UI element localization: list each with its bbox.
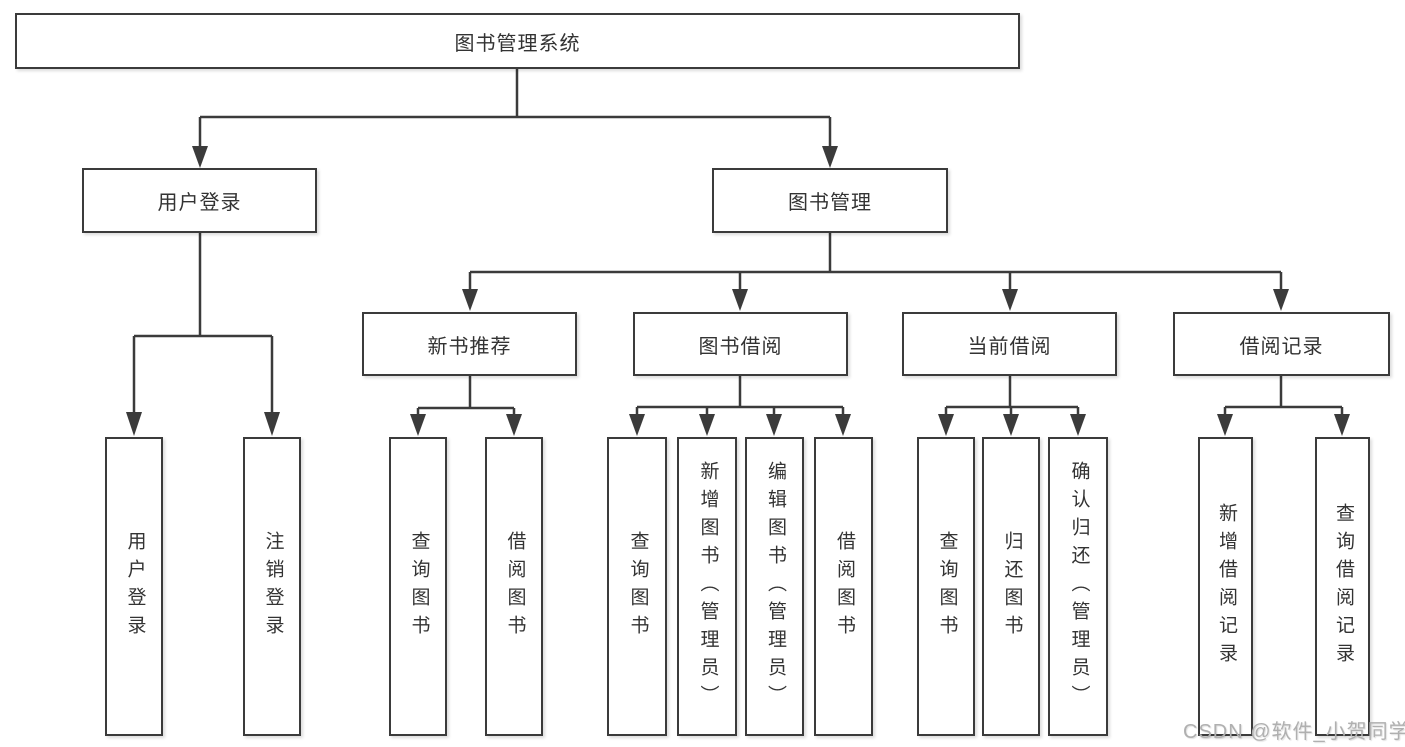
node-new-book-recommend: 新书推荐 <box>362 312 577 376</box>
leaf-borrow-query-book: 查询图书 <box>607 437 667 736</box>
node-label: 图书管理系统 <box>454 32 581 55</box>
node-label: 借阅图书 <box>504 530 526 643</box>
node-label: 图书借阅 <box>698 335 783 358</box>
connector-borrow-record <box>1217 376 1350 436</box>
node-label: 注销登录 <box>262 530 284 643</box>
node-label: 编辑图书（管理员） <box>764 460 786 713</box>
node-borrow-record: 借阅记录 <box>1173 312 1390 376</box>
node-book-borrow: 图书借阅 <box>633 312 848 376</box>
leaf-add-book-admin: 新增图书（管理员） <box>677 437 737 736</box>
node-library-management-system: 图书管理系统 <box>15 13 1020 69</box>
leaf-logout: 注销登录 <box>243 437 301 736</box>
node-current-borrow: 当前借阅 <box>902 312 1117 376</box>
leaf-recommend-query-book: 查询图书 <box>389 437 447 736</box>
connector-root <box>192 69 838 168</box>
connector-current-borrow <box>938 376 1086 436</box>
node-label: 新书推荐 <box>427 335 512 358</box>
node-label: 新增图书（管理员） <box>697 460 719 713</box>
node-label: 用户登录 <box>124 530 146 643</box>
node-label: 归还图书 <box>1001 530 1023 643</box>
connector-book-management <box>462 233 1289 311</box>
node-label: 借阅记录 <box>1239 335 1324 358</box>
node-user-login: 用户登录 <box>82 168 317 233</box>
node-label: 借阅图书 <box>833 530 855 643</box>
csdn-watermark: CSDN @软件_小贺同学 <box>1183 721 1405 743</box>
node-label: 查询图书 <box>408 530 430 643</box>
leaf-user-login: 用户登录 <box>105 437 163 736</box>
leaf-add-borrow-record: 新增借阅记录 <box>1198 437 1253 736</box>
node-label: 新增借阅记录 <box>1215 502 1237 671</box>
node-label: 图书管理 <box>788 192 872 214</box>
node-label: 查询借阅记录 <box>1332 502 1354 671</box>
leaf-edit-book-admin: 编辑图书（管理员） <box>745 437 804 736</box>
connector-user-login <box>126 233 280 436</box>
leaf-current-query-book: 查询图书 <box>917 437 975 736</box>
node-label: 查询图书 <box>627 530 649 643</box>
leaf-confirm-return-admin: 确认归还（管理员） <box>1048 437 1108 736</box>
node-label: 确认归还（管理员） <box>1068 460 1090 713</box>
node-label: 用户登录 <box>157 192 242 214</box>
node-label: 当前借阅 <box>967 335 1052 358</box>
connector-new-book <box>410 376 522 436</box>
leaf-query-borrow-record: 查询借阅记录 <box>1315 437 1370 736</box>
connector-book-borrow <box>629 376 851 436</box>
leaf-return-book: 归还图书 <box>982 437 1040 736</box>
leaf-recommend-borrow-book: 借阅图书 <box>485 437 543 736</box>
node-label: 查询图书 <box>936 530 958 643</box>
node-book-management: 图书管理 <box>712 168 948 233</box>
leaf-borrow-book: 借阅图书 <box>814 437 873 736</box>
